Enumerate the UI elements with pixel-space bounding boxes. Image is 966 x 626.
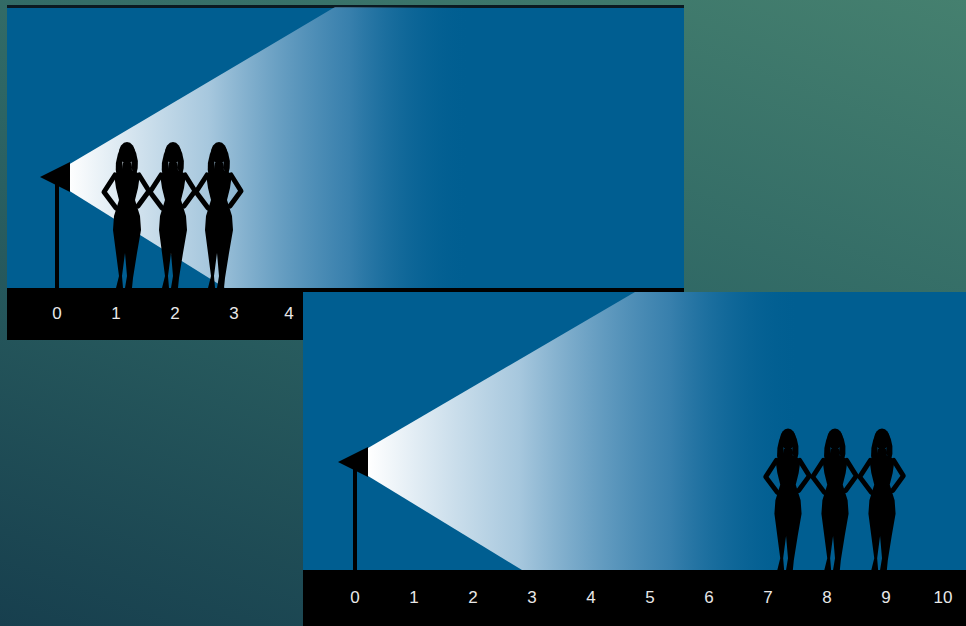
scale-number: 4 bbox=[284, 304, 293, 324]
model-silhouette bbox=[196, 142, 241, 288]
scale-number: 2 bbox=[468, 588, 477, 608]
scale-number: 0 bbox=[52, 304, 61, 324]
model-silhouette bbox=[766, 428, 810, 570]
ruler-bar bbox=[303, 570, 966, 626]
scale-number: 3 bbox=[229, 304, 238, 324]
light-stand bbox=[353, 464, 357, 570]
scale-number: 2 bbox=[170, 304, 179, 324]
scale-number: 8 bbox=[822, 588, 831, 608]
model-silhouette bbox=[813, 428, 857, 570]
model-silhouette bbox=[860, 428, 904, 570]
scale-number: 5 bbox=[645, 588, 654, 608]
model-silhouette bbox=[104, 142, 149, 288]
light-head bbox=[40, 162, 70, 192]
light-stand bbox=[55, 182, 59, 288]
light-beam bbox=[68, 7, 684, 288]
scale-number: 3 bbox=[527, 588, 536, 608]
scale-number: 6 bbox=[704, 588, 713, 608]
light-beam bbox=[368, 292, 966, 570]
scale-number: 1 bbox=[111, 304, 120, 324]
scale-number: 10 bbox=[934, 588, 953, 608]
scale-number: 4 bbox=[586, 588, 595, 608]
scale-number: 1 bbox=[409, 588, 418, 608]
panel-ground bbox=[303, 292, 966, 570]
scale-number: 0 bbox=[350, 588, 359, 608]
light-head bbox=[338, 447, 368, 477]
scale-number: 9 bbox=[881, 588, 890, 608]
scale-number: 7 bbox=[763, 588, 772, 608]
panel-ground bbox=[7, 7, 684, 288]
model-silhouette bbox=[150, 142, 195, 288]
